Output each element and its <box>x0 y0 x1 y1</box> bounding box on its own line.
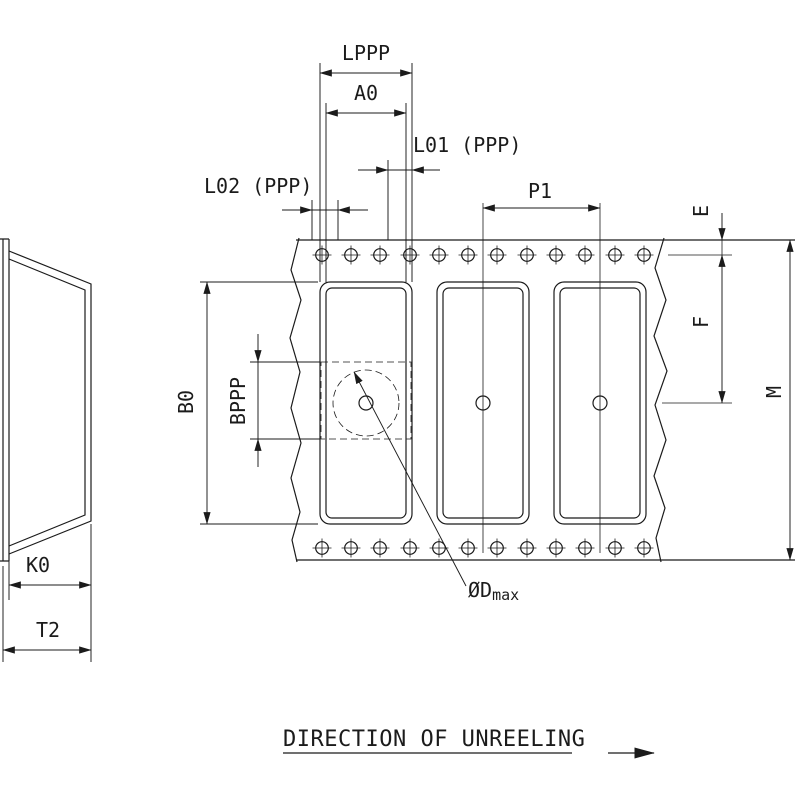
sprocket-hole-crosshair <box>575 538 595 558</box>
sprocket-hole-crosshair <box>312 245 332 265</box>
pocket-profile-inner <box>8 258 86 547</box>
component-outline-dashed <box>320 361 412 440</box>
sprocket-hole-crosshair <box>487 538 507 558</box>
b0-extension-lines <box>200 281 318 525</box>
f-label: F <box>689 316 713 328</box>
dim-a0: A0 <box>325 81 407 282</box>
sprocket-hole-crosshair <box>575 245 595 265</box>
sprocket-hole-crosshair <box>341 245 361 265</box>
side-view: K0 T2 <box>0 238 92 662</box>
sprocket-hole-crosshair <box>487 245 507 265</box>
direction-label: DIRECTION OF UNREELING <box>283 727 585 752</box>
t2-extension-lines <box>2 566 92 662</box>
l01-label: L01 (PPP) <box>413 133 521 157</box>
sprocket-holes <box>312 245 654 558</box>
bppp-extension-lines <box>250 361 320 440</box>
sprocket-hole-crosshair <box>370 245 390 265</box>
p1-label: P1 <box>528 179 552 203</box>
dmax-leader-line <box>353 371 467 587</box>
sprocket-hole-crosshair <box>458 245 478 265</box>
dim-b0: B0 <box>174 281 318 525</box>
a0-extension-lines <box>325 103 407 282</box>
l02-extension-lines <box>311 200 339 240</box>
sprocket-hole-crosshair <box>429 538 449 558</box>
lppp-label: LPPP <box>342 41 390 65</box>
sprocket-hole-crosshair <box>634 245 654 265</box>
tape-top-view <box>289 203 795 563</box>
m-label: M <box>762 386 786 398</box>
dim-k0: K0 <box>8 524 92 600</box>
sprocket-hole-crosshair <box>546 538 566 558</box>
sprocket-hole-crosshair <box>341 538 361 558</box>
sprocket-hole-crosshair <box>429 245 449 265</box>
sprocket-hole-crosshair <box>517 245 537 265</box>
dim-f: F <box>689 254 726 404</box>
dim-e: E <box>689 205 726 255</box>
sprocket-hole-crosshair <box>517 538 537 558</box>
sprocket-hole-crosshair <box>546 245 566 265</box>
dim-m: M <box>762 239 794 561</box>
pocket-outer <box>319 281 413 525</box>
sprocket-hole-crosshair <box>370 538 390 558</box>
t2-label: T2 <box>36 618 60 642</box>
sprocket-hole-crosshair <box>400 538 420 558</box>
pocket-inner <box>325 287 407 519</box>
bppp-label: BPPP <box>226 377 250 425</box>
sprocket-hole-crosshair <box>605 538 625 558</box>
pocket-profile-outer <box>8 250 92 555</box>
a0-label: A0 <box>354 81 378 105</box>
dmax-label: ØDmax <box>468 578 519 604</box>
sprocket-hole-crosshair <box>605 245 625 265</box>
e-label: E <box>689 205 713 217</box>
dim-l01: L01 (PPP) <box>358 133 521 240</box>
pocket-center-hole <box>358 395 374 411</box>
break-line-left <box>289 237 302 563</box>
sprocket-hole-crosshair <box>312 538 332 558</box>
sprocket-hole-crosshair <box>458 538 478 558</box>
dim-bppp: BPPP <box>226 334 320 467</box>
b0-label: B0 <box>174 390 198 414</box>
dim-lppp: LPPP <box>319 41 413 282</box>
k0-label: K0 <box>26 553 50 577</box>
break-line-right <box>653 237 668 563</box>
direction-of-unreeling: DIRECTION OF UNREELING <box>283 727 655 759</box>
pocket-1 <box>319 281 413 525</box>
sprocket-hole-crosshair <box>400 245 420 265</box>
dim-l02: L02 (PPP) <box>204 174 368 240</box>
component-circle-dashed <box>332 369 400 437</box>
pocket-centerlines <box>482 203 601 553</box>
tape-film-edge <box>0 238 10 562</box>
dim-p1: P1 <box>482 179 601 212</box>
sprocket-hole-crosshair <box>634 538 654 558</box>
l02-label: L02 (PPP) <box>204 174 312 198</box>
dim-t2: T2 <box>2 566 92 662</box>
dmax-callout: ØDmax <box>353 371 519 604</box>
